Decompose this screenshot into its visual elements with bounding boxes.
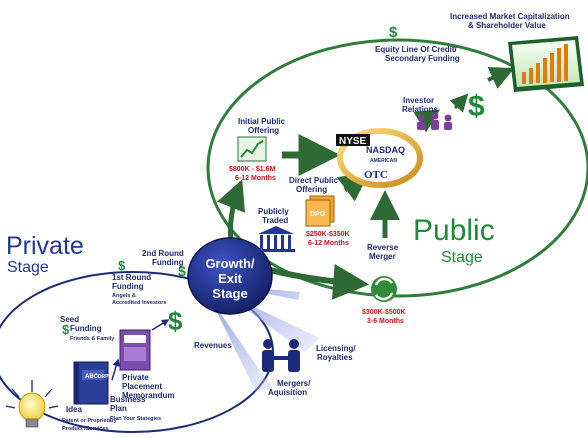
private-stage-subtitle: Stage	[7, 259, 49, 276]
arrow-hub-to-reverse-merger	[261, 263, 370, 300]
mergers-line-1: Mergers/	[277, 379, 311, 388]
arrow-dollar-to-marketcap	[487, 67, 515, 89]
ppm-document-icon	[119, 329, 151, 371]
light-bulb-icon	[5, 380, 59, 428]
mergers-line-2: Aquisition	[268, 388, 307, 397]
equity-line-1: Equity Line Of Credit/	[375, 45, 458, 54]
equity-dollar-icon: $	[389, 24, 398, 41]
public-dollar-icon: $	[468, 90, 485, 123]
market-cap-line-2: & Shareholder Value	[468, 21, 546, 30]
ppm-line-2: Placement	[122, 382, 162, 391]
otc-label: OTC	[364, 169, 388, 181]
business-plan-title-2: Plan	[110, 404, 127, 413]
hub-line-3: Stage	[212, 286, 247, 301]
investor-people-icon	[417, 112, 452, 130]
dpo-title-2: Offering	[296, 185, 327, 194]
abc-corp-label: ABC	[85, 374, 99, 380]
amex-label: AMERICAN	[370, 158, 397, 164]
hub-line-1: Growth/	[205, 256, 254, 271]
revenues-dollar-icon: $	[168, 306, 183, 336]
equity-line-2: Secondary Funding	[385, 54, 460, 63]
investor-relations-line-1: Investor	[403, 96, 434, 105]
ipo-chart-icon	[237, 136, 267, 162]
dpo-document-icon: DPO	[305, 195, 335, 227]
first-round-sub-2: Accredited Investors	[112, 300, 166, 306]
ipo-title-2: Offering	[248, 126, 279, 135]
licensing-line-2: Royalties	[317, 353, 353, 362]
arrow-bp-to-ppm	[111, 358, 120, 381]
dpo-time: 6-12 Months	[308, 240, 349, 247]
reverse-merger-line-2: Merger	[369, 252, 396, 261]
idea-title: Idea	[66, 405, 83, 414]
revenues-label: Revenues	[194, 341, 232, 350]
ipo-title-1: Initial Public	[238, 117, 286, 126]
second-round-title-2: Funding	[152, 258, 184, 267]
second-round-title-1: 2nd Round	[142, 249, 184, 258]
business-plan-book-icon: ABC CORP	[73, 361, 109, 405]
publicly-traded-line-2: Traded	[262, 216, 288, 225]
market-cap-line-1: Increased Market Capitalization	[450, 12, 570, 21]
seed-title-1: Seed	[60, 315, 79, 324]
investor-relations-line-2: Relations	[402, 105, 439, 114]
hub-line-2: Exit	[218, 271, 243, 286]
public-stage-title: Public	[413, 214, 495, 247]
dpo-badge: DPO	[310, 211, 326, 218]
growth-exit-hub: Growth/ Exit Stage	[187, 237, 273, 315]
second-round-dollar-icon: $	[178, 263, 186, 279]
seed-title-2: Funding	[70, 324, 102, 333]
seed-dollar-icon: $	[62, 322, 70, 337]
ipo-time: 6-12 Months	[235, 175, 276, 182]
publicly-traded-line-1: Publicly	[258, 207, 289, 216]
exchange-building-icon	[257, 226, 295, 252]
reverse-merger-line-1: Reverse	[367, 243, 399, 252]
ppm-line-1: Private	[122, 373, 149, 382]
seed-sub: Friends & Family	[70, 336, 115, 342]
public-stage-subtitle: Stage	[441, 249, 483, 266]
market-cap-chart-icon	[508, 36, 584, 92]
public-stage-ellipse	[206, 38, 588, 298]
reverse-merger-time: 3-6 Months	[367, 318, 404, 325]
handshake-icon	[262, 339, 300, 372]
nyse-label: NYSE	[339, 136, 367, 147]
business-plan-sub: Plan Your Stategies	[110, 416, 161, 422]
private-stage-title: Private	[6, 232, 84, 260]
first-round-sub-1: Angels &	[112, 293, 136, 299]
nasdaq-label: NASDAQ	[366, 145, 405, 155]
arrow-ppm-to-revenues	[151, 319, 170, 331]
abc-corp-label-2: CORP	[94, 374, 109, 380]
reverse-merger-cost: $300K-$500K	[362, 309, 406, 316]
reverse-merger-arrows-icon	[371, 276, 397, 302]
idea-sub2: Product /Services	[62, 426, 108, 432]
exchange-ring: NYSE NASDAQ AMERICAN OTC	[336, 128, 423, 188]
exit-beams	[210, 286, 320, 392]
first-round-dollar-icon: $	[118, 258, 126, 273]
first-round-title-1: 1st Round	[112, 273, 151, 282]
dpo-title-1: Direct Public	[289, 176, 338, 185]
ppm-line-3: Memorandum	[122, 391, 174, 400]
first-round-title-2: Funding	[112, 282, 144, 291]
dpo-cost: $250K-$350K	[306, 231, 350, 238]
arrow-investor-to-dollar	[449, 93, 469, 113]
ipo-cost: $800K - $1.6M	[229, 166, 275, 173]
licensing-line-1: Licensing/	[316, 344, 356, 353]
idea-sub1: Patent or Proprietary	[62, 418, 118, 424]
business-plan-title-1: Business	[110, 395, 146, 404]
